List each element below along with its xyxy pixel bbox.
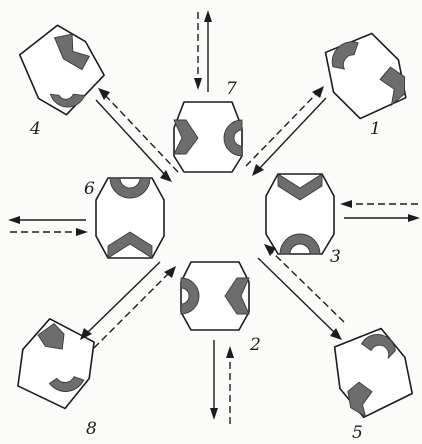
label-unit-3: 3 [330,247,341,267]
label-unit-2: 2 [249,335,261,355]
label-unit-8: 8 [86,419,97,439]
label-unit-1: 1 [370,119,381,139]
subunit-6 [96,178,164,258]
subunit-7 [174,102,242,172]
subunit-2 [181,262,249,330]
label-unit-5: 5 [352,423,363,443]
subunit-1 [319,28,413,124]
label-unit-6: 6 [84,179,95,199]
label-unit-7: 7 [226,79,237,99]
subunit-4 [10,18,114,122]
subunit-3 [266,174,334,254]
label-unit-4: 4 [29,119,41,139]
